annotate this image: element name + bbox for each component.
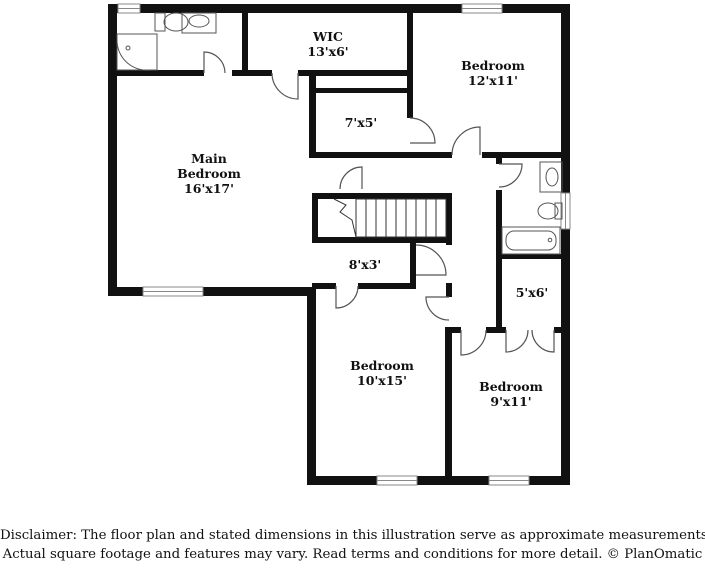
interior-walls	[114, 8, 567, 482]
closet-7x5-size: 7'x5'	[345, 115, 378, 130]
sink-icon	[181, 12, 217, 34]
bath-sink-icon	[539, 161, 563, 193]
disclaimer-line-2: Actual square footage and features may v…	[2, 547, 703, 562]
fixtures	[116, 12, 563, 255]
main-bedroom-name-1: Main	[191, 151, 227, 166]
door-main-bedroom	[339, 166, 363, 190]
wic-name: WIC	[312, 29, 343, 44]
door-bedroom-se	[460, 329, 487, 356]
toilet-icon	[154, 12, 189, 32]
door-wic	[271, 72, 299, 100]
door-hall-bath	[498, 163, 523, 188]
bathtub-icon	[501, 226, 561, 255]
door-bedroom-sw	[425, 296, 450, 321]
door-bedroom-ne	[451, 126, 481, 156]
shower-icon	[116, 33, 158, 71]
main-bedroom-size: 16'x17'	[184, 181, 234, 196]
bedroom-ne-name: Bedroom	[461, 58, 525, 73]
closet-8x3-size: 8'x3'	[349, 257, 382, 272]
door-closet-7x5	[409, 117, 436, 144]
windows	[117, 3, 571, 486]
room-labels: WIC 13'x6' Bedroom 12'x11' 7'x5' Main Be…	[177, 29, 548, 409]
exterior-walls	[108, 4, 570, 485]
bedroom-se-name: Bedroom	[479, 379, 543, 394]
stairs	[333, 198, 447, 238]
bedroom-sw-name: Bedroom	[350, 358, 414, 373]
bedroom-sw-size: 10'x15'	[357, 373, 407, 388]
door-bath	[203, 51, 226, 74]
doors	[203, 51, 555, 356]
door-closet-5x6	[505, 329, 555, 353]
door-closet-8x3	[335, 285, 359, 309]
disclaimer: Disclaimer: The floor plan and stated di…	[0, 526, 705, 564]
disclaimer-line-1: Disclaimer: The floor plan and stated di…	[0, 528, 705, 543]
bedroom-se-size: 9'x11'	[490, 394, 531, 409]
wic-size: 13'x6'	[307, 44, 348, 59]
main-bedroom-name-2: Bedroom	[177, 166, 241, 181]
bath-toilet-icon	[537, 202, 563, 220]
closet-5x6-size: 5'x6'	[516, 285, 549, 300]
door-linen	[415, 244, 447, 276]
bedroom-ne-size: 12'x11'	[468, 73, 518, 88]
